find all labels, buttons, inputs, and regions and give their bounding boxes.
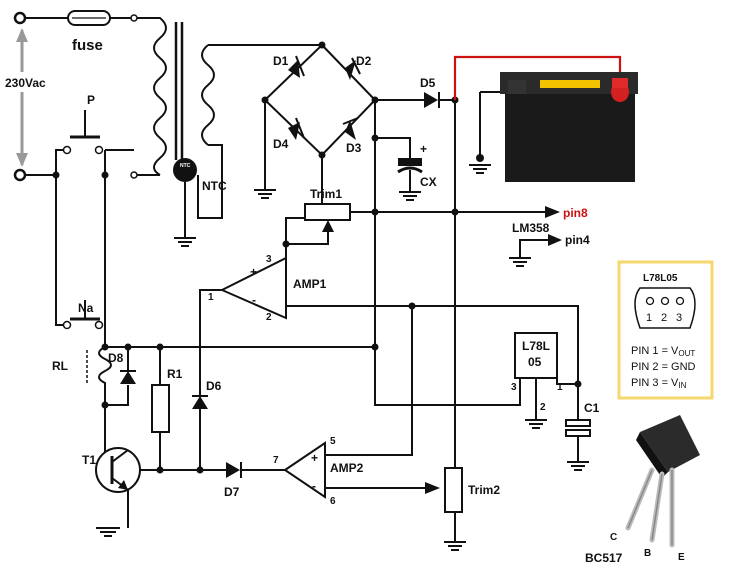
amp2-plus: + — [311, 451, 318, 465]
reg-pin3: 3 — [511, 382, 517, 393]
pinout-line-3: PIN 3 = VIN — [631, 377, 687, 390]
trim2: Trim2 — [444, 467, 500, 551]
cx-plus: + — [420, 142, 427, 156]
d3-label: D3 — [346, 141, 362, 155]
d1-label: D1 — [273, 54, 289, 68]
fuse-label: fuse — [72, 37, 103, 54]
amp2-minus: - — [312, 479, 316, 493]
transistor-t1: T1 — [82, 445, 160, 537]
pinout-num-2: 2 — [661, 312, 667, 324]
rl-label: RL — [52, 359, 68, 373]
reg-pin2: 2 — [540, 402, 546, 413]
pinout-line-1: PIN 1 = VOUT — [631, 345, 695, 358]
d8-label: D8 — [108, 351, 124, 365]
amp2-pin5: 5 — [330, 436, 336, 447]
pin8-label: pin8 — [563, 206, 588, 220]
amp1-minus: - — [252, 293, 256, 307]
trim2-body[interactable] — [444, 467, 463, 513]
regulator-l78l05: L78L 05 3 2 1 C1 — [511, 332, 600, 471]
d2-label: D2 — [356, 54, 372, 68]
base-network: D7 D6 — [156, 289, 285, 499]
diode-d5 — [424, 92, 438, 108]
cx-label: CX — [420, 175, 437, 189]
d4-label: D4 — [273, 137, 289, 151]
svg-text:NTC: NTC — [180, 163, 191, 169]
diode-d7 — [226, 462, 240, 478]
relay-coil: RL D8 — [52, 346, 136, 445]
battery-body — [505, 94, 635, 182]
pin-e-label: E — [678, 552, 685, 563]
resistor-r1: R1 — [151, 347, 183, 470]
diode-d6 — [192, 396, 208, 409]
amp2-label: AMP2 — [330, 461, 364, 475]
reg-line2: 05 — [528, 355, 542, 369]
transformer: NTC NTC — [130, 14, 322, 247]
pin4-label: pin4 — [565, 233, 590, 247]
mains-terminal-bottom[interactable] — [13, 168, 27, 182]
pinout-line-2: PIN 2 = GND — [631, 361, 696, 373]
amp1-pin2: 2 — [266, 312, 272, 323]
pin-c-label: C — [610, 532, 617, 543]
bridge-rectifier: D1 D2 D3 D4 — [254, 41, 379, 218]
battery — [469, 72, 638, 182]
amp2-opamp — [283, 441, 326, 499]
reg-pin1: 1 — [557, 382, 563, 393]
amp1-pin1: 1 — [208, 292, 214, 303]
pinout-num-1: 1 — [646, 312, 652, 324]
relay-contacts: P Na — [52, 93, 375, 351]
cap-cx — [398, 158, 422, 166]
amp1-opamp — [219, 256, 287, 320]
na-label: Na — [78, 301, 94, 315]
p-label: P — [87, 93, 95, 107]
amp2-pin7: 7 — [273, 455, 279, 466]
bc517-label: BC517 — [585, 551, 623, 565]
trim1: Trim1 pin8 LM358 pin4 — [304, 138, 590, 406]
amp2-pin6: 6 — [330, 496, 336, 507]
c1-label: C1 — [584, 401, 600, 415]
mains-voltage-label: 230Vac — [5, 76, 46, 90]
d5-label: D5 — [420, 76, 436, 90]
trim1-body[interactable] — [304, 203, 351, 221]
cap-c1 — [565, 419, 591, 427]
d6-label: D6 — [206, 379, 222, 393]
mains-terminal-top[interactable] — [13, 11, 27, 25]
r1-label: R1 — [167, 367, 183, 381]
amp1: + - AMP1 3 1 2 — [208, 217, 579, 456]
bc517-transistor-image: C B E BC517 — [585, 415, 700, 565]
d7-label: D7 — [224, 485, 240, 499]
ntc-label: NTC — [202, 179, 227, 193]
output-stage: D5 + CX — [371, 55, 622, 468]
reg-line1: L78L — [522, 339, 550, 353]
pinout-num-3: 3 — [676, 312, 682, 324]
mains-input: fuse 230Vac — [4, 10, 148, 182]
amp1-label: AMP1 — [293, 277, 327, 291]
pinout-box: L78L05 1 2 3 PIN 1 = VOUT PIN 2 = GND PI… — [617, 260, 714, 400]
pin-b-label: B — [644, 548, 651, 559]
amp2: + - AMP2 5 7 6 — [273, 436, 440, 507]
trim1-label: Trim1 — [310, 187, 342, 201]
amp1-pin3: 3 — [266, 254, 272, 265]
trim2-label: Trim2 — [468, 483, 500, 497]
amp1-plus: + — [250, 265, 257, 279]
pinout-title: L78L05 — [643, 273, 678, 284]
ntc-thermistor — [173, 158, 197, 182]
lm358-label: LM358 — [512, 221, 550, 235]
t1-label: T1 — [82, 453, 96, 467]
diode-d8 — [120, 371, 136, 384]
